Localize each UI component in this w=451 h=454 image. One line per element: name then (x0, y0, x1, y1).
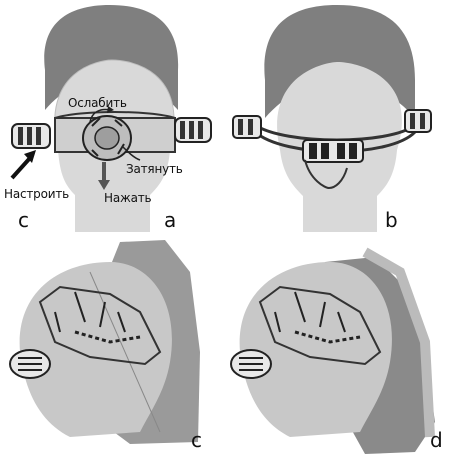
headband-knob (303, 140, 363, 162)
panel-d: d (225, 232, 451, 454)
panel-label-a: a (164, 208, 176, 232)
ratchet-side (10, 350, 50, 378)
panel-a: Ослабить Затянуть Настроить Нажать c a (0, 0, 225, 232)
panel-label-c-bottom: c (191, 428, 202, 452)
panel-d-drawing (225, 232, 451, 454)
head (240, 262, 392, 437)
ratchet-knob (83, 116, 131, 160)
pivot-right (405, 110, 431, 132)
panel-label-d: d (430, 428, 443, 452)
panel-c: c (0, 232, 225, 454)
ratchet-side (231, 350, 271, 378)
panel-label-c-top: c (18, 208, 29, 232)
pivot-right (175, 118, 211, 142)
panel-c-drawing (0, 232, 225, 454)
head (20, 262, 172, 437)
label-press: Нажать (104, 191, 151, 205)
label-tighten: Затянуть (126, 162, 183, 176)
arrow-adjust (12, 158, 30, 178)
panel-b: b (225, 0, 451, 232)
label-adjust: Настроить (4, 187, 69, 201)
label-loosen: Ослабить (68, 96, 127, 110)
panel-b-drawing (225, 0, 451, 232)
pivot-left (233, 116, 261, 138)
pivot-left (12, 124, 50, 148)
panel-label-b: b (385, 208, 398, 232)
